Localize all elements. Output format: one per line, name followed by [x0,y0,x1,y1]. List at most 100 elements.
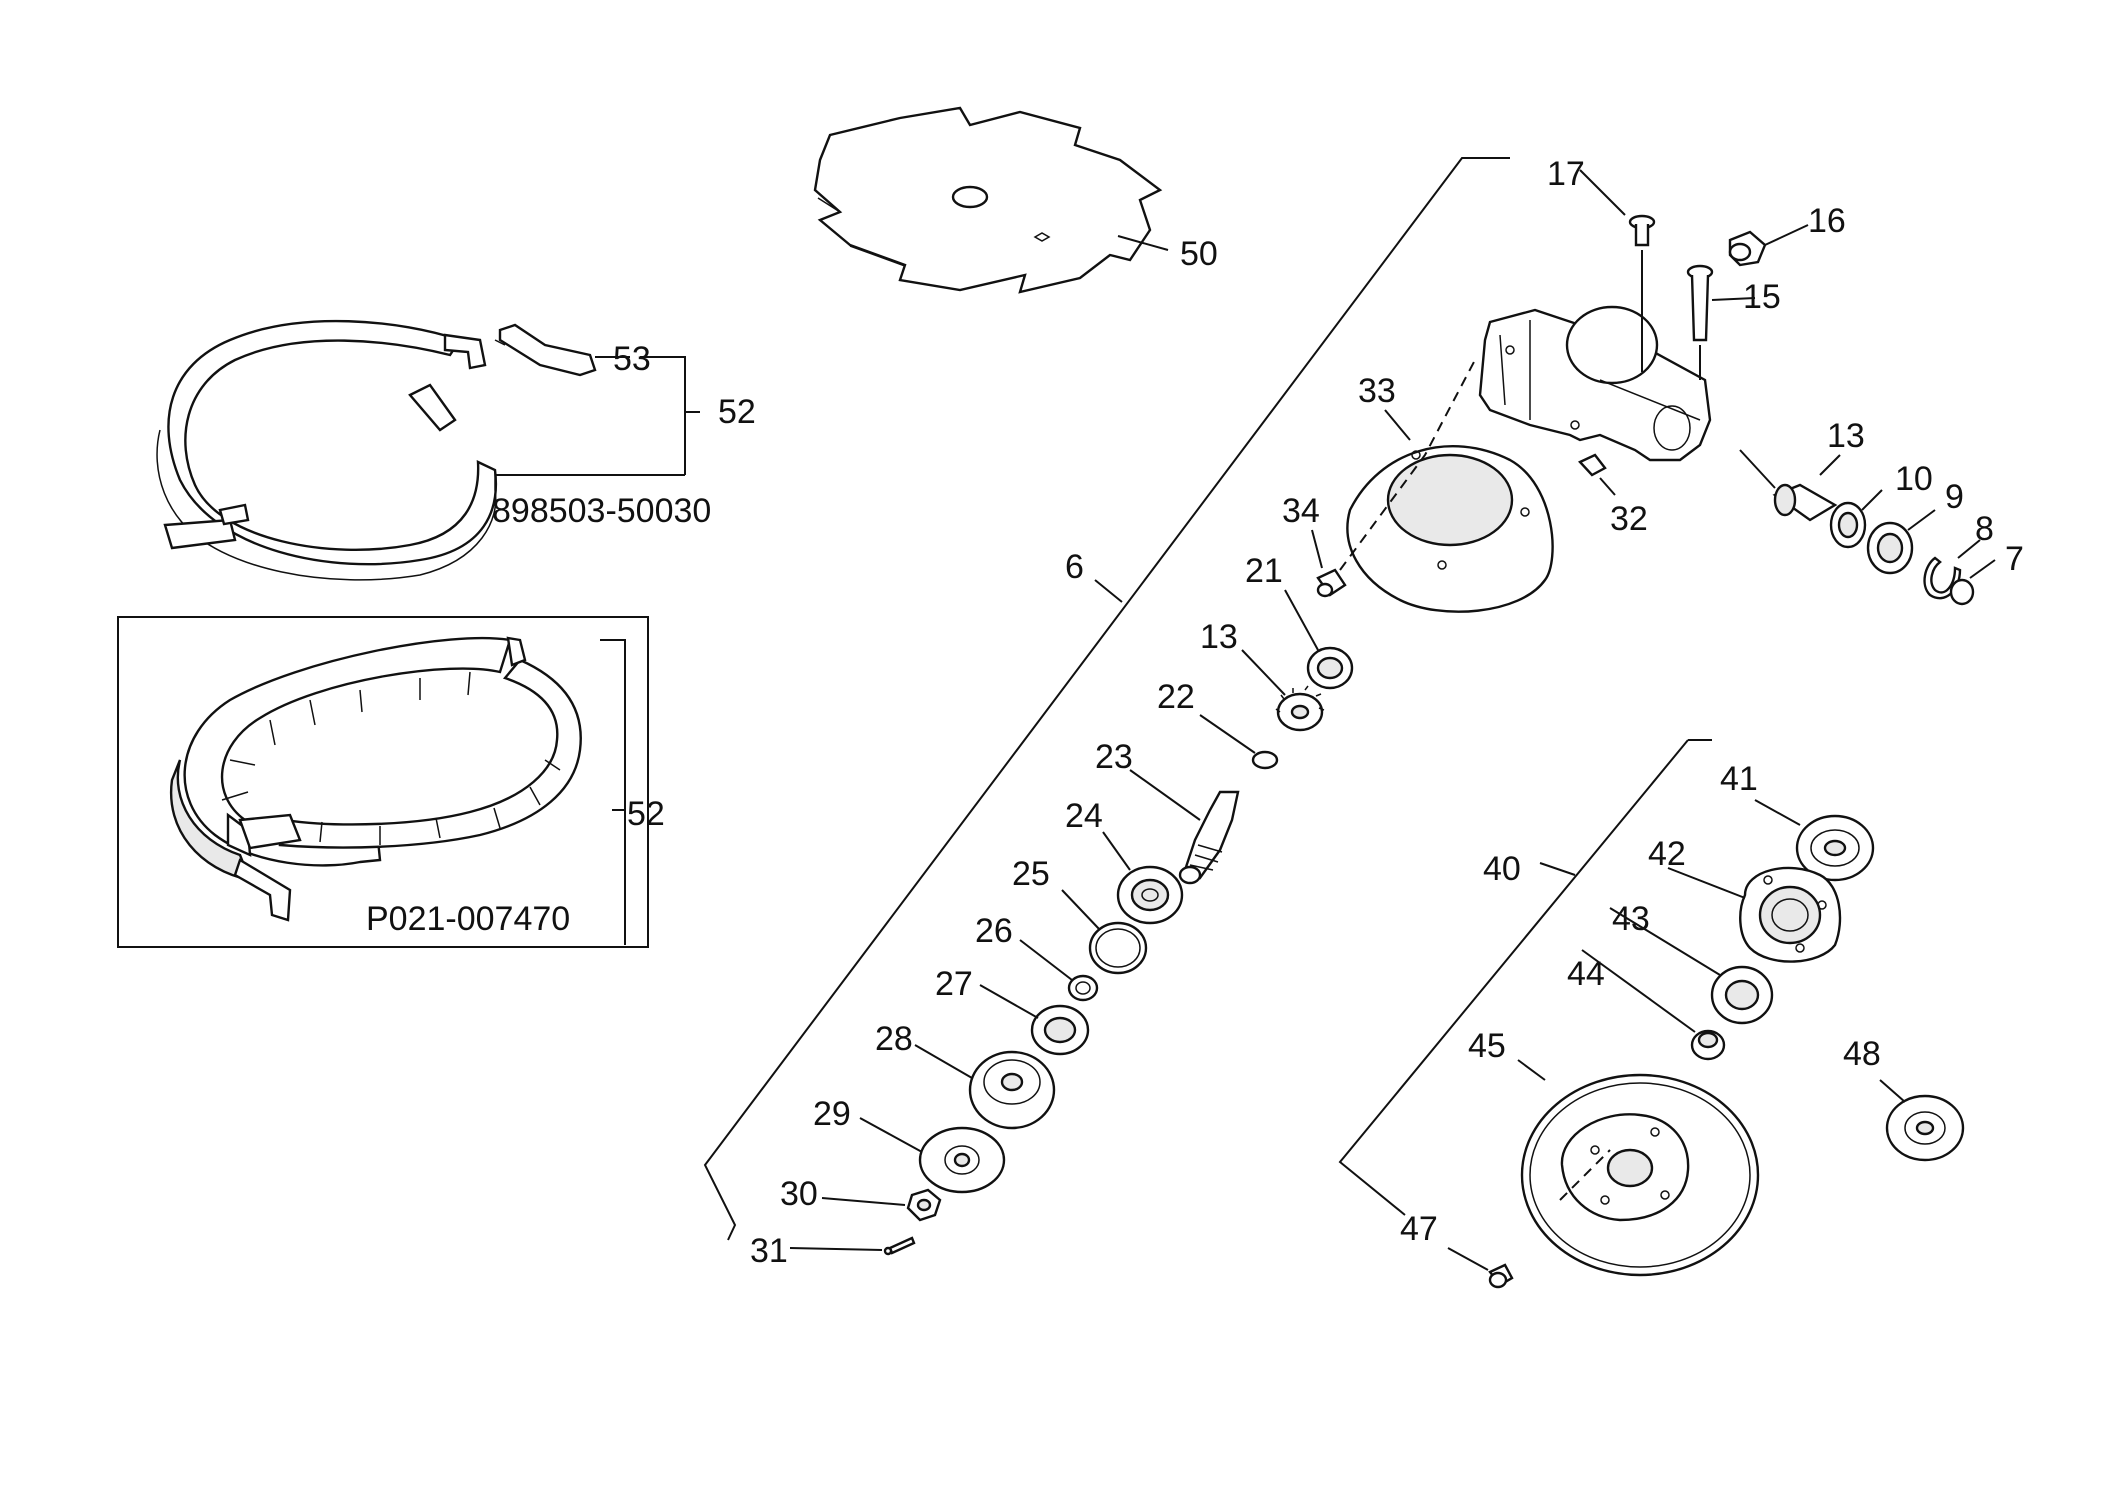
part-23-shaft [1178,790,1240,885]
label-kit-a: 898503-50030 [492,492,711,530]
label-24: 24 [1065,797,1103,835]
leader-16 [1764,224,1809,246]
gear-case [1478,305,1712,462]
part-48-washer [1885,1094,1965,1162]
part-45-disc [1520,1073,1760,1277]
label-53: 53 [613,340,651,378]
part-16-plug [1728,230,1767,267]
label-33: 33 [1358,372,1396,410]
leader-27 [979,984,1039,1019]
label-16: 16 [1808,202,1846,240]
leader-42 [1667,867,1746,899]
leader-28 [914,1044,973,1079]
leader-29 [859,1117,923,1153]
part-10-bearing [1829,501,1867,549]
part-17-screw [1628,214,1656,247]
leader-7 [1969,559,1996,579]
label-48: 48 [1843,1035,1881,1073]
label-47: 47 [1400,1210,1438,1248]
leader-48 [1879,1079,1906,1103]
part-31-pin [883,1236,916,1256]
label-6: 6 [1065,548,1084,586]
part-47-bolt [1488,1263,1514,1289]
label-42: 42 [1648,835,1686,873]
leader-47 [1447,1247,1489,1271]
label-50: 50 [1180,235,1218,273]
part-21-bearing [1306,646,1354,690]
part-28-holder [968,1050,1056,1130]
axis-13a [1739,449,1776,489]
leader-10 [1861,489,1883,511]
label-27: 27 [935,965,973,1003]
part-33-guard-plate [1346,445,1554,613]
label-32: 32 [1610,500,1648,538]
axis-33 [1339,359,1476,571]
leader-23 [1129,769,1201,821]
leader-22 [1199,714,1256,754]
part-42-housing [1739,866,1842,963]
leader-31 [789,1247,883,1251]
part-50-blade [813,106,1163,294]
leader-43 [1609,907,1721,976]
label-44: 44 [1567,955,1605,993]
part-25-circlip [1088,921,1148,975]
leader-8 [1957,539,1981,559]
bracket-52b [600,639,626,945]
bracket-52-53 [495,356,700,476]
part-30-nut [906,1188,942,1222]
part-13-pinion-a [1772,483,1838,522]
part-29-cover [918,1126,1006,1194]
label-10: 10 [1895,460,1933,498]
part-13-gear-b [1275,685,1325,732]
part-41-washer [1795,814,1875,882]
label-21: 21 [1245,552,1283,590]
part-44-bushing [1690,1029,1726,1061]
leader-32 [1599,477,1616,496]
label-26: 26 [975,912,1013,950]
leader-33 [1384,409,1411,441]
label-28: 28 [875,1020,913,1058]
leader-40 [1539,862,1576,876]
leader-17 [1579,169,1626,216]
bracket-6 [703,157,1510,1241]
part-34-bolt [1316,568,1347,598]
label-52a: 52 [718,393,756,431]
label-34: 34 [1282,492,1320,530]
leader-24 [1102,831,1131,871]
part-22-ring [1251,750,1279,770]
variant-box [117,616,649,948]
label-9: 9 [1945,478,1964,516]
leader-13b [1241,649,1286,696]
leader-15 [1711,297,1756,301]
label-41: 41 [1720,760,1758,798]
leader-41 [1754,799,1801,826]
part-27-bearing [1030,1004,1090,1056]
leader-9 [1907,509,1936,531]
label-23: 23 [1095,738,1133,776]
part-52-guard-segmented [169,636,582,922]
label-29: 29 [813,1095,851,1133]
label-15: 15 [1743,278,1781,316]
leader-25 [1061,889,1101,931]
leader-50 [1117,235,1169,251]
leader-45 [1517,1059,1546,1081]
part-32-washer [1578,453,1607,477]
part-24-bearing [1116,865,1184,925]
label-25: 25 [1012,855,1050,893]
part-26-washer [1067,974,1099,1002]
leader-6 [1094,579,1123,603]
label-7: 7 [2005,540,2024,578]
part-43-bearing [1710,965,1774,1025]
label-52b: 52 [627,795,665,833]
part-9-bearing [1866,521,1914,575]
label-31: 31 [750,1232,788,1270]
label-8: 8 [1975,510,1994,548]
label-13a: 13 [1827,417,1865,455]
leader-21 [1284,589,1319,651]
label-45: 45 [1468,1027,1506,1065]
label-40: 40 [1483,850,1521,888]
leader-30 [821,1197,906,1206]
label-22: 22 [1157,678,1195,716]
leader-34 [1311,529,1323,569]
